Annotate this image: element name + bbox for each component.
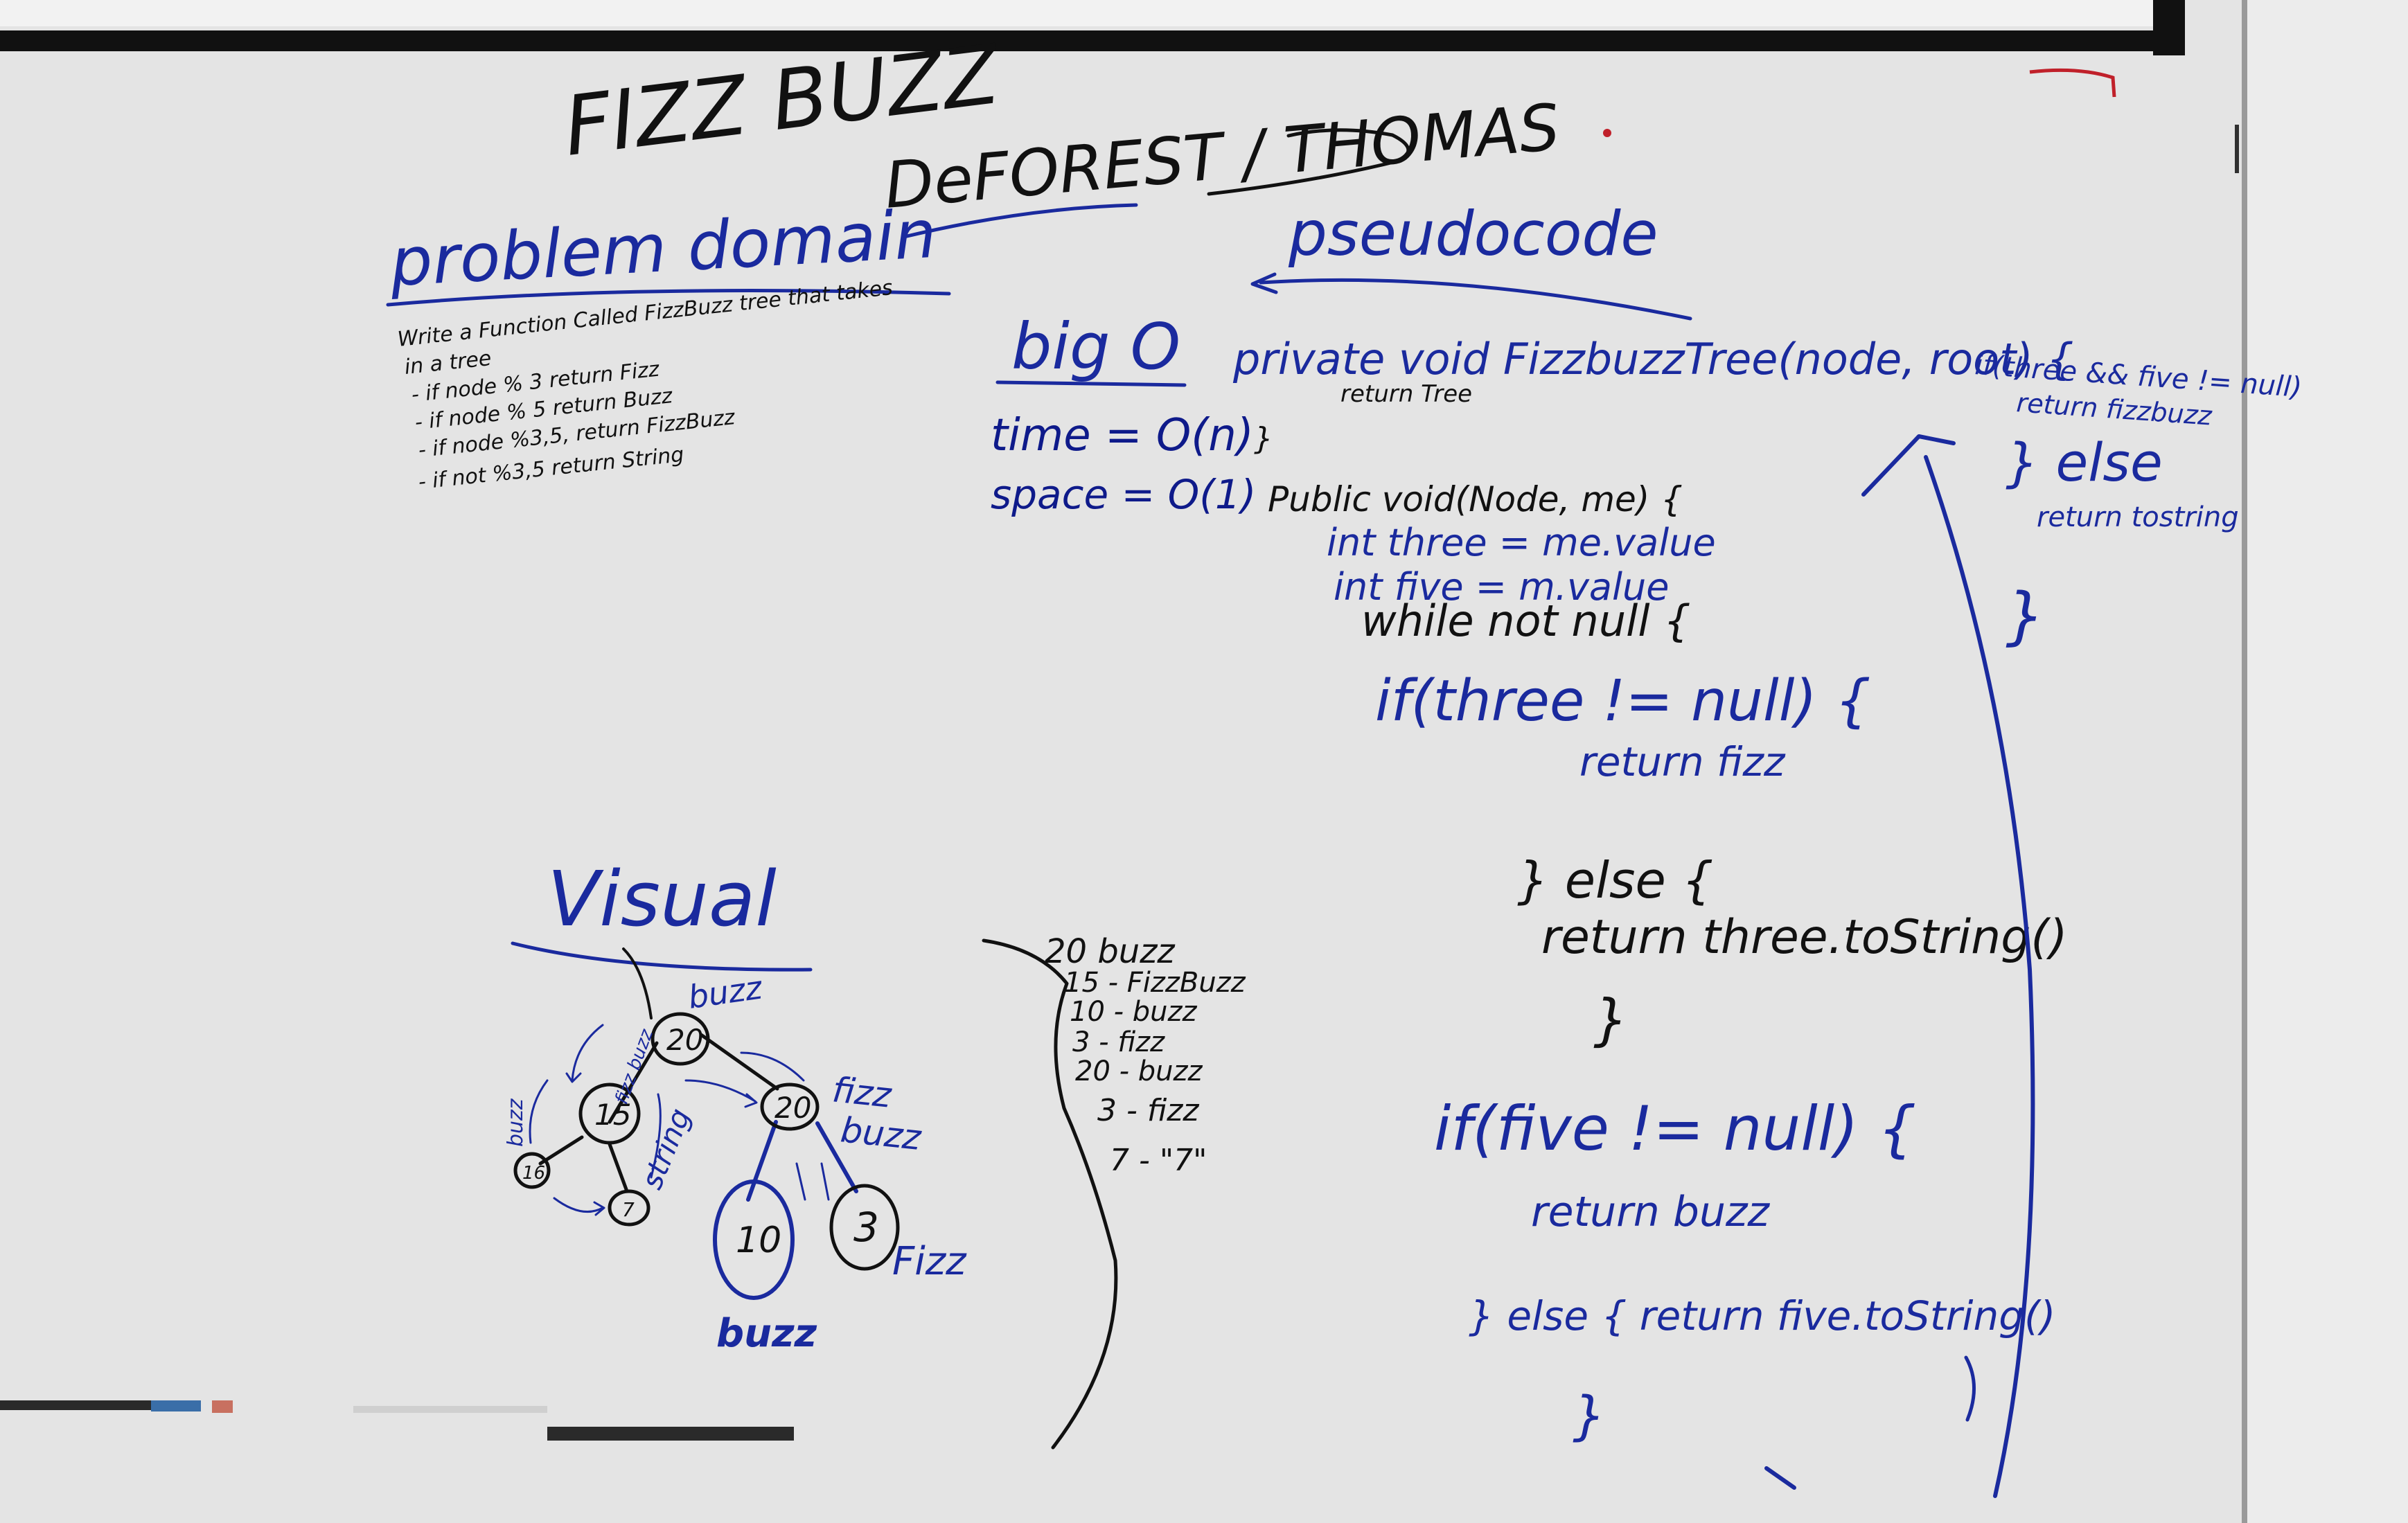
pseudo-line-1: private void FizzbuzzTree(node, root) { [1232,334,2074,384]
tree-node-left-left-label: 16 [522,1163,545,1184]
names-underline [1207,128,1410,196]
tree-node-root [650,1012,710,1066]
visual-heading: Visual [547,855,777,943]
side-line-5: } [2006,580,2045,652]
big-o-underline [995,380,1187,387]
pseudo-line-3: } [1254,421,1273,456]
top-frame-bar [0,30,2182,51]
traversal-arrows [529,1024,830,1216]
trav-arrow-3 [553,1197,605,1216]
pseudo-bottom-tick [1764,1466,1796,1490]
visual-label-leftleft-buzz: buzz [504,1098,528,1147]
board-right-edge-2 [2235,125,2239,173]
output-line-4: 3 - fizz [1072,1026,1165,1058]
side-line-3: } else [2006,431,2163,493]
visual-label-rightleft-buzz: buzz [716,1311,817,1356]
output-line-2: 15 - FizzBuzz [1064,967,1246,999]
pseudo-line-11: return three.toString() [1541,910,2068,965]
trav-arrow-5 [684,1079,758,1108]
pseudo-line-6: int five = m.value [1334,565,1669,609]
pseudo-line-16: } [1573,1384,1606,1446]
output-line-7: 7 - "7" [1110,1143,1207,1178]
trav-arrow-6 [795,1162,830,1201]
tree-edge-root-right [699,1033,779,1091]
tree-nodes: 20 15 20 10 3 16 7 [513,1012,900,1300]
tree-edge-left-left [538,1135,584,1166]
tree-entry-arrow [622,947,653,1019]
red-marker-mark [2029,68,2116,98]
visual-label-right-buzz: buzz [839,1110,924,1158]
visual-label-right-fizz: fizz [831,1069,894,1116]
trav-arrow-1 [565,1024,604,1083]
pseudocode-arrowhead [1250,272,1278,294]
tree-node-left [578,1083,641,1145]
tree-node-right-right-label: 3 [853,1204,879,1251]
tree-edge-right-left [746,1120,778,1202]
pseudo-line-15: } else { return five.toString() [1469,1292,2055,1339]
output-line-5: 20 - buzz [1075,1056,1203,1087]
trav-arrow-4 [650,1093,662,1179]
tree-node-root-label: 20 [666,1023,703,1057]
tree-node-right-left-label: 10 [736,1220,781,1261]
pseudo-line-2: return Tree [1340,380,1472,408]
tree-node-right-right [829,1184,900,1271]
pseudo-line-5: int three = me.value [1327,521,1716,564]
tree-edge-left-right [608,1142,629,1193]
pseudo-line-7: while not null { [1361,596,1691,646]
bottom-tray-red [212,1400,233,1413]
tree-edge-right-right [815,1121,858,1193]
pseudo-line-9: return fizz [1579,738,1786,785]
output-line-3: 10 - buzz [1070,996,1198,1028]
bottom-tray-blue [151,1400,201,1411]
tree-node-right [760,1083,820,1131]
output-bracket [982,938,1118,1450]
top-right-glare [2245,0,2408,1523]
pseudo-line-4: Public void(Node, me) { [1268,479,1683,519]
board-right-edge [2242,0,2247,1523]
output-line-1: 20 buzz [1045,932,1176,971]
visual-label-rightright-fizz: Fizz [892,1239,967,1284]
pseudo-close-paren [1964,1355,1976,1422]
output-line-6: 3 - fizz [1097,1093,1199,1128]
tree-node-left-left [513,1152,551,1189]
top-frame-shadow [0,0,2182,26]
tree-node-left-right [608,1189,650,1227]
bottom-tray-light [353,1406,547,1413]
trav-arrow-7 [740,1051,805,1082]
bottom-tray-dark [547,1427,794,1441]
pseudo-line-12: } [1593,988,1629,1052]
pseudo-line-8: if(three != null) { [1375,668,1871,734]
problem-domain-underline [386,289,951,307]
trav-arrow-2 [529,1079,549,1144]
pseudo-line-14: return buzz [1531,1188,1771,1236]
big-o-heading: big O [1011,310,1180,384]
tree-edges [538,947,858,1202]
tree-node-left-right-label: 7 [622,1198,635,1221]
pseudo-line-13: if(five != null) { [1434,1093,1917,1164]
tree-node-right-left [713,1179,795,1300]
bottom-tray-strip [0,1400,201,1410]
tree-edge-root-left [608,1041,659,1124]
tree-node-right-label: 20 [774,1091,811,1125]
visual-underline [511,941,813,972]
red-dot [1603,129,1611,137]
big-o-space: space = O(1) [991,471,1256,518]
return-arrow-line [1924,455,2035,1498]
return-arrow-head [1861,434,1956,497]
top-frame-right-post [2153,0,2185,55]
pseudocode-underline [1259,278,1692,321]
big-o-time: time = O(n) [991,410,1254,461]
tree-node-left-label: 15 [594,1098,631,1132]
pseudocode-heading: pseudocode [1288,198,1658,269]
title-swoosh [902,203,1138,239]
pseudo-line-10: } else { [1517,851,1714,909]
side-line-4: return tostring [2037,501,2239,533]
